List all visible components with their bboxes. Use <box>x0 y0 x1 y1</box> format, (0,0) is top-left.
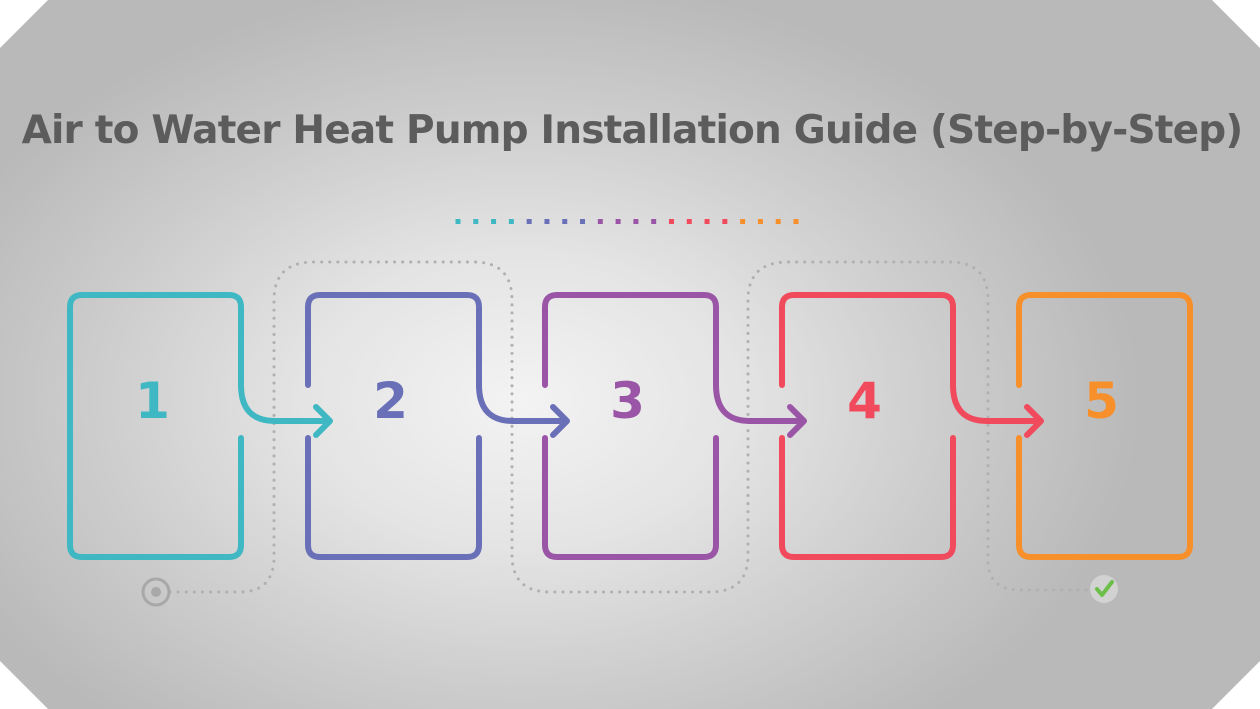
top-dot <box>526 219 532 224</box>
step-card: 4 <box>779 292 1044 560</box>
step-card: 5 <box>1016 292 1193 560</box>
dotted-route <box>168 260 1090 594</box>
top-dot <box>491 219 497 224</box>
step-card: 1 <box>67 292 333 560</box>
top-dot <box>668 219 674 224</box>
page-title: Air to Water Heat Pump Installation Guid… <box>21 108 1244 153</box>
step-arrow <box>950 382 1044 438</box>
top-dot <box>704 219 710 224</box>
top-dot <box>508 219 514 224</box>
step-number: 3 <box>610 372 645 430</box>
top-dot <box>473 219 479 224</box>
target-icon <box>141 577 171 607</box>
step-card-outline <box>542 292 719 560</box>
top-dot <box>740 219 746 224</box>
top-dot <box>793 219 799 224</box>
top-dot <box>580 219 586 224</box>
step-card-outline <box>67 292 244 560</box>
step-card: 3 <box>542 292 807 560</box>
top-dot <box>562 219 568 224</box>
top-dot <box>544 219 550 224</box>
step-number: 1 <box>135 372 170 430</box>
step-card-outline <box>1016 292 1193 560</box>
checkmark-icon <box>1095 580 1114 597</box>
top-dot <box>775 219 781 224</box>
step-number: 4 <box>847 372 882 430</box>
step-cards: 1 2 3 4 5 <box>67 292 1193 560</box>
step-number: 5 <box>1084 372 1119 430</box>
top-dot <box>597 219 603 224</box>
top-dotted-line <box>455 219 799 224</box>
top-dot <box>722 219 728 224</box>
route-path <box>168 260 1090 594</box>
step-card: 2 <box>305 292 570 560</box>
step-card-outline <box>779 292 956 560</box>
top-dot <box>633 219 639 224</box>
top-dot <box>686 219 692 224</box>
top-dot <box>455 219 461 224</box>
step-card-outline <box>305 292 482 560</box>
target-icon-center <box>151 587 161 597</box>
step-arrow <box>476 382 570 438</box>
end-marker-circle <box>1090 575 1118 603</box>
top-dot <box>651 219 657 224</box>
step-arrow <box>713 382 807 438</box>
end-marker <box>1090 575 1118 603</box>
top-dot <box>757 219 763 224</box>
step-arrow <box>238 382 333 438</box>
start-marker <box>141 577 171 607</box>
step-number: 2 <box>373 372 408 430</box>
top-dot <box>615 219 621 224</box>
